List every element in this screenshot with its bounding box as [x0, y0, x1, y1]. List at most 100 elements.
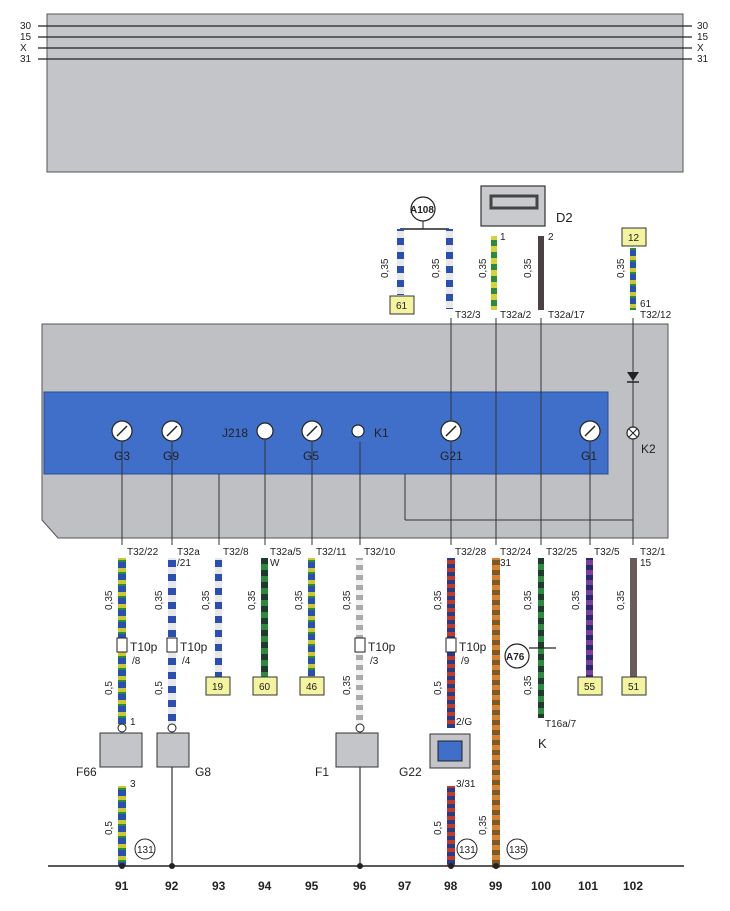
column-102: 102	[623, 879, 643, 893]
column-100: 100	[531, 879, 551, 893]
cluster-internal-wiring	[121, 318, 634, 545]
size-91-bottom: 0,5	[104, 821, 115, 835]
a76-label: A76	[506, 652, 525, 663]
ref-box-19	[205, 676, 231, 696]
rail-label-left-x: X	[20, 43, 27, 54]
size-101: 0,35	[571, 590, 582, 610]
wire-101	[586, 558, 593, 678]
conn-93: T32/8	[223, 547, 249, 558]
size-95: 0,35	[294, 590, 305, 610]
size-94: 0,35	[247, 590, 258, 610]
wire-fuse12	[630, 248, 636, 310]
ref-box-46	[299, 676, 325, 696]
size-92-lower: 0,5	[154, 681, 165, 695]
column-95: 95	[305, 879, 319, 893]
column-98: 98	[444, 879, 458, 893]
gauge-g5	[301, 420, 323, 442]
wire-99	[492, 558, 500, 868]
d2-label: D2	[556, 210, 573, 225]
conn-94a: T32a/5	[270, 547, 302, 558]
ref-box-51-label: 51	[628, 682, 640, 693]
column-92: 92	[165, 879, 179, 893]
d2-pin1: 1	[500, 232, 506, 243]
size-99-bottom: 0,35	[478, 815, 489, 835]
wire-size-top-1: 0,35	[380, 258, 391, 278]
f66-switch	[99, 732, 143, 768]
g21-label: G21	[440, 449, 463, 463]
k-label: K	[538, 736, 547, 751]
t10p-8-pin: /8	[132, 656, 141, 667]
column-numbers: 91 92 93 94 95 96 97 98 99 100 101 102	[115, 879, 643, 893]
conn-92b: /21	[177, 558, 191, 569]
ref-131-b-label: 131	[459, 845, 476, 856]
column-97: 97	[398, 879, 412, 893]
wire-93	[215, 558, 222, 678]
f1-label: F1	[315, 765, 329, 779]
ref-box-12-label: 12	[628, 233, 640, 244]
f66-label: F66	[76, 765, 97, 779]
rail-label-right-30: 30	[697, 21, 709, 32]
ref-box-55	[577, 676, 603, 696]
t10p-8-label: T10p	[130, 640, 158, 654]
ref-box-60-label: 60	[259, 682, 271, 693]
d2-pin2: 2	[548, 232, 554, 243]
conn-96: T32/10	[364, 547, 396, 558]
conn-98: T32/28	[455, 547, 487, 558]
j218-symbol-icon	[256, 422, 274, 440]
column-91: 91	[115, 879, 129, 893]
rail-label-left-15: 15	[20, 32, 32, 43]
wire-d2-pin2	[538, 236, 544, 310]
t10p-9-pin: /9	[461, 656, 470, 667]
g3-label: G3	[114, 449, 130, 463]
pin-2g: 2/G	[456, 717, 472, 728]
wire-102	[630, 558, 637, 678]
conn-t32a-17: T32a/17	[548, 310, 585, 321]
ref-box-12	[621, 227, 647, 247]
ref-131-b	[456, 838, 478, 860]
conn-91: T32/22	[127, 547, 159, 558]
size-91-lower: 0,5	[104, 681, 115, 695]
g8-label: G8	[195, 765, 211, 779]
rail-label-right-x: X	[697, 43, 704, 54]
t16a7-label: T16a/7	[545, 719, 577, 730]
g9-label: G9	[163, 449, 179, 463]
j218-label: J218	[222, 426, 248, 440]
size-100-lower: 0,35	[523, 675, 534, 695]
conn-61: 61	[640, 299, 652, 310]
size-102: 0,35	[616, 590, 627, 610]
wire-a108-left	[397, 229, 404, 295]
size-98-bottom: 0,5	[433, 821, 444, 835]
conn-99a: T32/24	[500, 547, 532, 558]
g5-label: G5	[303, 449, 319, 463]
rail-label-left-30: 30	[20, 21, 32, 32]
column-101: 101	[578, 879, 598, 893]
pin-3-31: 3/31	[456, 779, 476, 790]
pin-1: 1	[130, 717, 136, 728]
conn-101: T32/5	[594, 547, 620, 558]
instrument-cluster-panel	[43, 391, 609, 475]
conn-t32-3: T32/3	[455, 310, 481, 321]
conn-102a: T32/1	[640, 547, 666, 558]
ref-box-55-label: 55	[584, 682, 596, 693]
f1-switch	[335, 732, 379, 768]
size-93: 0,35	[201, 590, 212, 610]
k2-label: K2	[641, 442, 656, 456]
rail-label-right-15: 15	[697, 32, 709, 43]
wire-95	[308, 558, 315, 678]
wire-d2-pin1	[491, 236, 497, 310]
t10p-9: T10p /9	[445, 637, 487, 667]
t10p-4: T10p /4	[166, 637, 208, 667]
column-99: 99	[489, 879, 503, 893]
ref-135	[506, 838, 528, 860]
size-96: 0,35	[342, 590, 353, 610]
ref-box-60	[252, 676, 278, 696]
size-96-lower: 0,35	[342, 675, 353, 695]
g8-sensor	[156, 732, 190, 768]
column-96: 96	[353, 879, 367, 893]
t10p-8: T10p /8	[116, 637, 158, 667]
supply-rails	[38, 25, 692, 60]
ref-box-46-label: 46	[306, 682, 318, 693]
ref-box-19-label: 19	[212, 682, 224, 693]
wire-size-top-2: 0,35	[431, 258, 442, 278]
